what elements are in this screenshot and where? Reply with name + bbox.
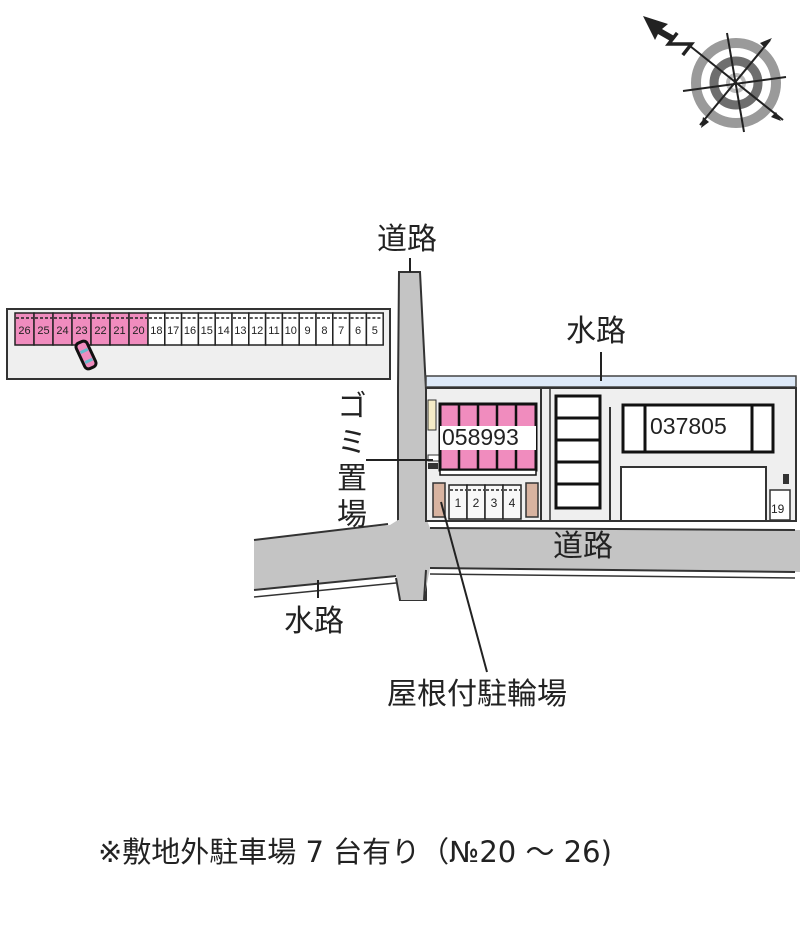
parking-slot-number: 2 (473, 496, 480, 510)
parking-slot-number: 11 (268, 325, 279, 337)
parking-slot-number: 20 (132, 325, 144, 337)
parking-slot-number: 24 (56, 325, 68, 337)
garbage-area-shape (427, 399, 437, 431)
building-058993-label: 058993 (442, 424, 519, 450)
building-037805-shape (621, 403, 775, 454)
parking-slot-number: 9 (305, 325, 311, 337)
garbage-area-label: ゴミ置場 (331, 390, 366, 534)
road-south-shape (254, 518, 800, 600)
leader-bike-parking (440, 501, 488, 673)
parking-slot-number: 16 (184, 325, 196, 337)
bike-shelter-right (525, 482, 539, 518)
parking-slot-number: 22 (94, 325, 106, 337)
parking-slot-number: 25 (37, 325, 49, 337)
parking-slot-number: 15 (201, 325, 213, 337)
building-stair-units (554, 394, 602, 510)
waterway-north-shape (425, 375, 797, 388)
waterway-north-label: 水路 (566, 314, 626, 349)
parking-slot-number: 17 (167, 325, 179, 337)
parking-slot-number: 12 (251, 325, 263, 337)
parking-slot-number: 21 (113, 325, 125, 337)
parking-slot (502, 484, 522, 520)
parking-slot-19-label: 19 (771, 502, 785, 516)
parking-slot-number: 26 (18, 325, 30, 337)
road-south-label: 道路 (553, 529, 613, 564)
north-arrow-icon (643, 16, 676, 42)
car-icon (74, 339, 98, 371)
offsite-parking-note: ※敷地外駐車場 7 台有り（№20 ～ 26) (98, 835, 612, 869)
parking-slot-number: 4 (509, 496, 516, 510)
north-label-icon (665, 31, 695, 57)
building-037805-label: 037805 (650, 413, 727, 439)
parking-slot-number: 8 (321, 325, 327, 337)
parking-slot-number: 23 (75, 325, 87, 337)
parking-slot-number: 18 (150, 325, 162, 337)
road-north-label: 道路 (377, 222, 437, 257)
compass-icon (643, 16, 787, 133)
open-area (620, 466, 767, 522)
bicycle-parking-label: 屋根付駐輪場 (387, 677, 567, 712)
parking-slot-number: 14 (217, 325, 229, 337)
parking-slot (365, 312, 384, 346)
waterway-south-label: 水路 (284, 604, 344, 639)
parking-slot-number: 5 (372, 325, 378, 337)
building-058993-shape (438, 402, 538, 476)
parking-slot-19-shape (769, 489, 791, 521)
parking-slot-number: 10 (285, 325, 297, 337)
parking-slot-number: 13 (234, 325, 246, 337)
parking-slot-number: 1 (455, 496, 462, 510)
parking-slot-number: 7 (338, 325, 344, 337)
parking-slot-number: 6 (355, 325, 361, 337)
parking-slot-number: 3 (491, 496, 498, 510)
